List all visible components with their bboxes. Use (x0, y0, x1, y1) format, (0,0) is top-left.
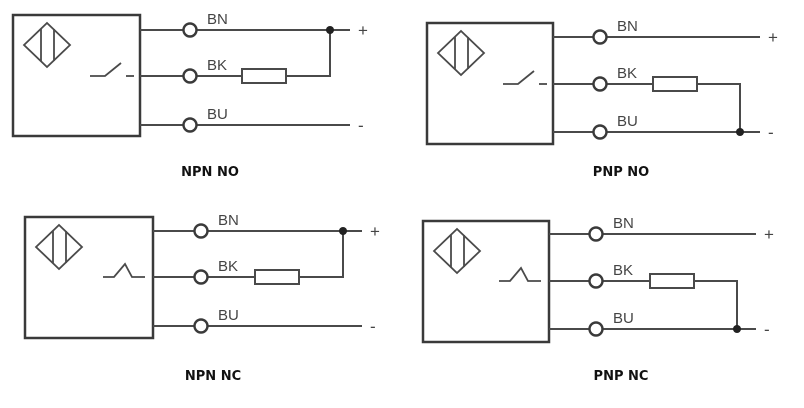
load-tie-line (694, 280, 738, 329)
wire-bn: BN + (153, 212, 380, 241)
diagram-caption: PNP NO (593, 165, 649, 180)
terminal-icon (182, 22, 198, 38)
sensor-body (11, 13, 142, 138)
normally-open-switch-icon (90, 62, 134, 77)
wire-label: BU (617, 113, 638, 130)
diagram-pnp-nc: BN + BK BU - PNP NC (421, 215, 774, 384)
wire-label: BN (218, 212, 239, 229)
negative-terminal-label: - (358, 116, 364, 135)
load-resistor (649, 273, 695, 289)
junction-dot (326, 26, 334, 34)
load-resistor (254, 269, 300, 285)
junction-dot (733, 325, 741, 333)
wire-label: BK (207, 57, 227, 74)
terminal-icon (592, 29, 608, 45)
junction-dot (736, 128, 744, 136)
wire-bk: BK (153, 231, 344, 285)
terminal-icon (193, 269, 209, 285)
terminal-icon (592, 124, 608, 140)
wire-label: BN (613, 215, 634, 232)
wire-bu: BU - (140, 106, 364, 135)
diagram-caption: NPN NO (181, 165, 239, 180)
normally-closed-switch-icon (103, 262, 145, 278)
terminal-icon (193, 318, 209, 334)
diagram-npn-no: BN + BK BU - NPN NO (11, 11, 368, 180)
load-resistor (652, 76, 698, 92)
terminal-icon (588, 226, 604, 242)
wire-bk: BK (140, 30, 331, 84)
diagram-npn-nc: BN + BK BU - NPN NC (23, 212, 380, 384)
wire-label: BU (613, 310, 634, 327)
sensor-body (425, 21, 555, 146)
normally-closed-switch-icon (499, 266, 541, 282)
negative-terminal-label: - (764, 320, 770, 339)
positive-terminal-label: + (370, 222, 380, 241)
terminal-icon (182, 117, 198, 133)
load-resistor (241, 68, 287, 84)
wire-bu: BU - (153, 307, 376, 336)
positive-terminal-label: + (358, 21, 368, 40)
proximity-sensor-icon (436, 29, 486, 77)
normally-open-switch-icon (503, 70, 547, 85)
wire-label: BN (617, 18, 638, 35)
wire-label: BU (218, 307, 239, 324)
wire-bk: BK (553, 65, 741, 132)
terminal-icon (193, 223, 209, 239)
terminal-icon (592, 76, 608, 92)
wire-label: BU (207, 106, 228, 123)
wire-bu: BU - (549, 310, 770, 339)
proximity-sensor-icon (22, 21, 72, 69)
terminal-icon (588, 321, 604, 337)
proximity-sensor-icon (34, 223, 84, 271)
diagram-caption: PNP NC (594, 369, 649, 384)
load-tie-line (697, 83, 741, 132)
negative-terminal-label: - (370, 317, 376, 336)
terminal-icon (588, 273, 604, 289)
negative-terminal-label: - (768, 123, 774, 142)
diagram-caption: NPN NC (185, 369, 241, 384)
wire-bu: BU - (553, 113, 774, 142)
load-tie-line (286, 30, 331, 77)
wire-bn: BN + (549, 215, 774, 244)
terminal-icon (182, 68, 198, 84)
wire-bk: BK (549, 262, 738, 329)
load-tie-line (299, 231, 344, 278)
positive-terminal-label: + (764, 225, 774, 244)
diagram-pnp-no: BN + BK BU - PNP NO (425, 18, 778, 180)
wire-label: BK (617, 65, 637, 82)
wire-label: BK (218, 258, 238, 275)
wire-bn: BN + (140, 11, 368, 40)
positive-terminal-label: + (768, 28, 778, 47)
junction-dot (339, 227, 347, 235)
wire-label: BK (613, 262, 633, 279)
wire-bn: BN + (553, 18, 778, 47)
wire-label: BN (207, 11, 228, 28)
proximity-sensor-icon (432, 227, 482, 275)
